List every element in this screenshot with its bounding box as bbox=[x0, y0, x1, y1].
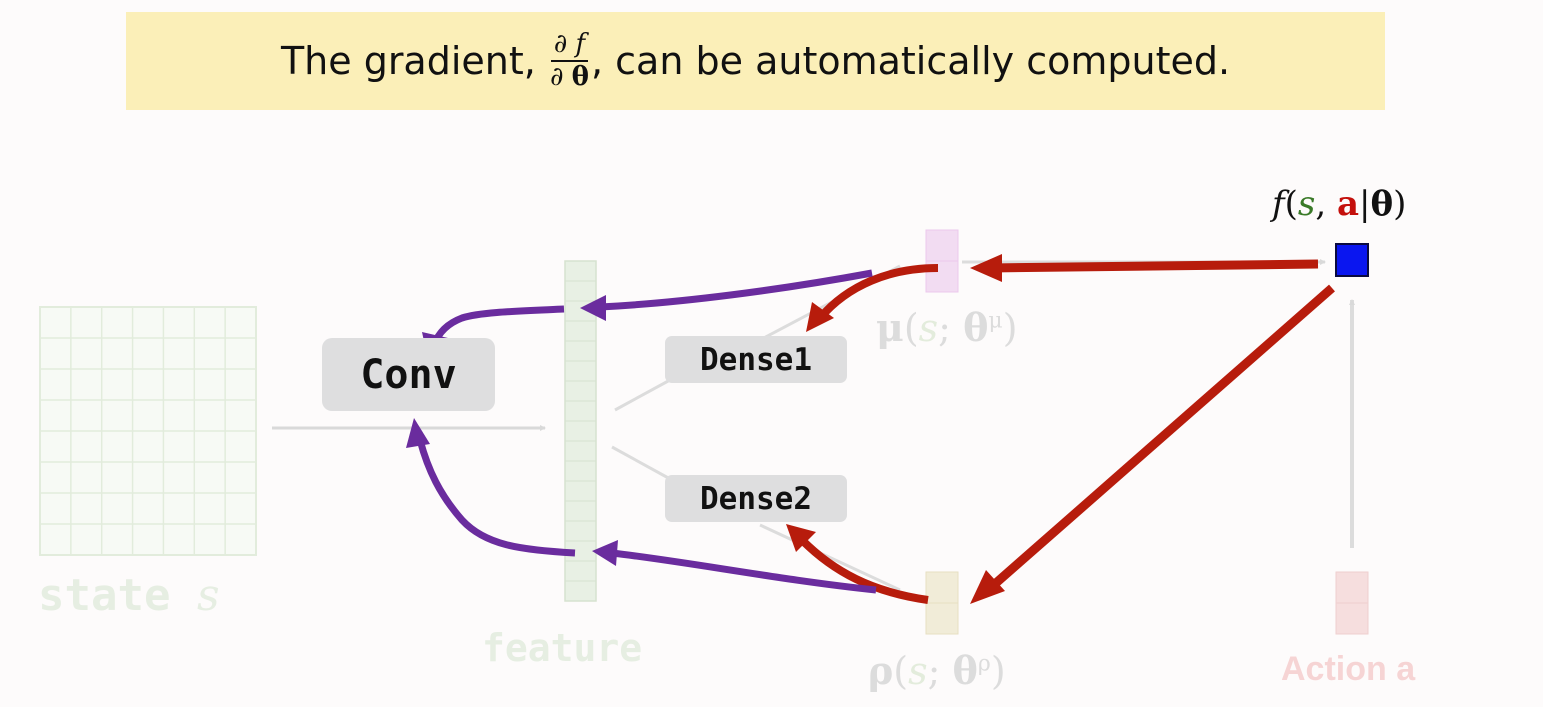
rho-label: ρ(s; θρ) bbox=[868, 648, 1006, 693]
forward-line-feature-dense2 bbox=[611, 445, 673, 482]
backprop-arrow-feature-conv-top bbox=[430, 305, 565, 347]
backprop-arrowhead-conv-bottom bbox=[406, 418, 430, 448]
dense1-label: Dense1 bbox=[700, 341, 812, 378]
backprop-arrow-mu-dense1 bbox=[816, 264, 939, 321]
backprop-arrowhead-feature-top bbox=[580, 295, 606, 321]
conv-label: Conv bbox=[360, 351, 457, 398]
backprop-arrow-f-rho bbox=[985, 284, 1335, 594]
banner-suffix: , can be automatically computed. bbox=[591, 39, 1231, 83]
action-label: Action a bbox=[1281, 650, 1416, 688]
title-banner: The gradient, ∂ f ∂ θ , can be automatic… bbox=[126, 12, 1385, 110]
gradient-fraction: ∂ f ∂ θ bbox=[550, 30, 589, 91]
dense2-box: Dense2 bbox=[665, 475, 847, 522]
backprop-arrow-dense1-feature bbox=[599, 269, 873, 311]
mu-label: μ(s; θμ) bbox=[876, 305, 1018, 350]
banner-prefix: The gradient, bbox=[280, 39, 536, 83]
backprop-arrow-rho-dense2 bbox=[799, 537, 929, 604]
fraction-numerator: ∂ f bbox=[550, 30, 589, 62]
fraction-theta: θ bbox=[571, 61, 589, 92]
backprop-arrow-f-mu bbox=[989, 259, 1319, 273]
backprop-arrow-feature-conv-bottom bbox=[416, 439, 576, 557]
conv-box: Conv bbox=[322, 338, 495, 411]
forward-line-dense2-rho bbox=[759, 523, 901, 592]
state-variable: s bbox=[196, 570, 220, 621]
state-grid bbox=[39, 306, 257, 556]
forward-line-feature-dense1 bbox=[614, 378, 671, 412]
f-output-node bbox=[1335, 243, 1369, 277]
f-label: f(s, a|θ) bbox=[1272, 184, 1407, 224]
backprop-arrowhead-dense1 bbox=[806, 302, 834, 332]
backprop-arrowhead-dense2 bbox=[786, 524, 816, 552]
fraction-denominator: ∂ θ bbox=[550, 62, 589, 91]
fraction-partial: ∂ bbox=[549, 61, 564, 92]
state-word: state bbox=[38, 570, 171, 621]
dense1-box: Dense1 bbox=[665, 336, 847, 383]
state-label: state s bbox=[38, 570, 220, 621]
dense2-label: Dense2 bbox=[700, 480, 812, 517]
backprop-arrowhead-rho bbox=[970, 570, 1005, 604]
backprop-arrowhead-feature-bottom bbox=[592, 540, 618, 566]
backprop-arrow-dense2-feature bbox=[611, 549, 877, 594]
feature-vector-border bbox=[564, 260, 597, 602]
feature-vector bbox=[564, 260, 597, 602]
feature-label: feature bbox=[482, 626, 643, 670]
backprop-arrowhead-mu bbox=[970, 254, 1002, 282]
